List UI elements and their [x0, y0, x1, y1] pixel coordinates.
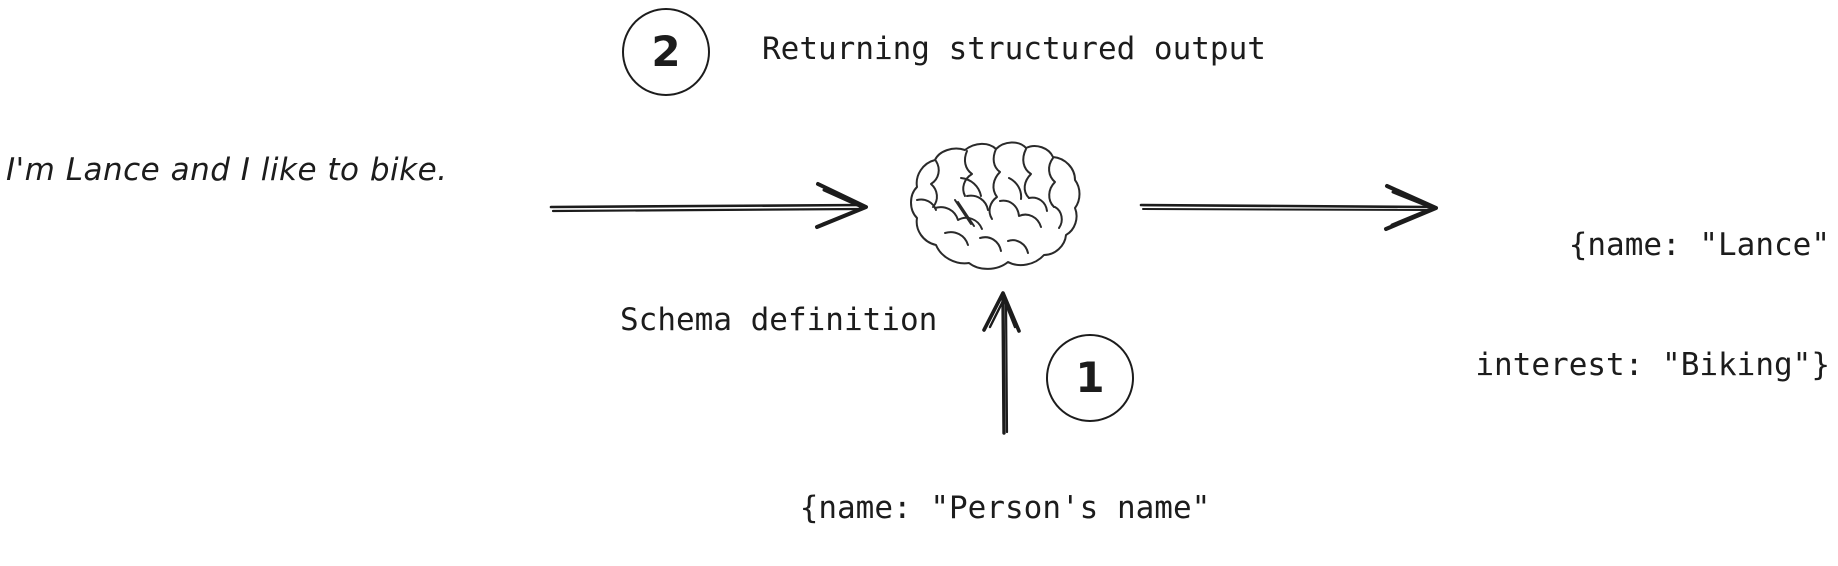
schema-to-brain-arrow [982, 291, 1021, 435]
step-2-label: Returning structured output [762, 31, 1266, 67]
step-1-label: Schema definition [620, 302, 938, 338]
schema-line-1: {name: "Person's name" [799, 490, 1211, 526]
step-2-number: 2 [651, 27, 681, 76]
schema-definition-block: {name: "Person's name" interest: "Person… [640, 408, 1370, 566]
step-2-badge: 2 [622, 8, 710, 96]
brain-icon [910, 141, 1081, 270]
input-to-brain-arrow [549, 182, 868, 229]
input-text: I'm Lance and I like to bike. [6, 152, 448, 188]
structured-output-line-2: interest: "Biking"} [1475, 347, 1830, 383]
step-1-badge: 1 [1046, 334, 1134, 422]
brain-to-output-arrow [1139, 184, 1438, 231]
structured-output-block: {name: "Lance" interest: "Biking"} [1190, 145, 1830, 465]
step-1-number: 1 [1075, 353, 1105, 402]
structured-output-line-1: {name: "Lance" [1568, 227, 1830, 263]
